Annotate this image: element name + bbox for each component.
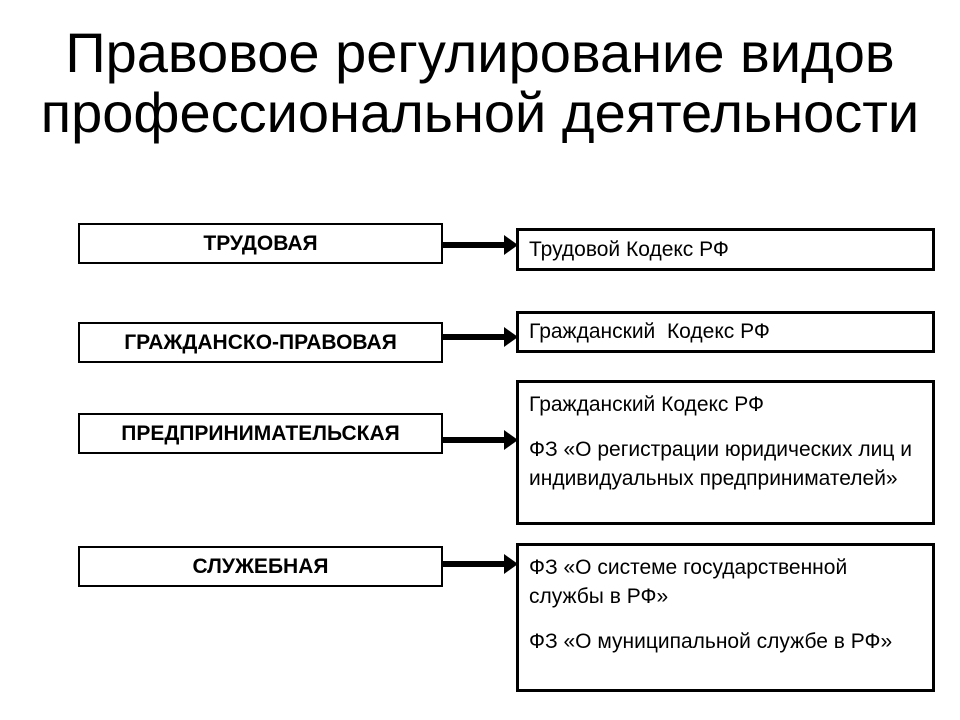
arrow-line — [443, 437, 504, 443]
regulation-text: Трудовой Кодекс РФ — [529, 237, 729, 261]
category-label: ТРУДОВАЯ — [203, 231, 318, 255]
regulation-box-predprinimatelskaya: Гражданский Кодекс РФ ФЗ «О регистрации … — [516, 380, 935, 525]
arrow-head-icon — [504, 235, 518, 255]
category-box-sluzhebnaya: СЛУЖЕБНАЯ — [78, 546, 443, 587]
connector-arrow-3 — [443, 430, 518, 450]
category-label: СЛУЖЕБНАЯ — [192, 554, 329, 578]
category-label: ГРАЖДАНСКО-ПРАВОВАЯ — [124, 330, 397, 354]
regulation-text: ФЗ «О системе государственной службы в Р… — [529, 556, 854, 608]
regulation-text: ФЗ «О муниципальной службе в РФ» — [529, 630, 893, 653]
arrow-line — [443, 242, 504, 248]
regulation-box-trudovaya: Трудовой Кодекс РФ — [516, 228, 935, 271]
arrow-head-icon — [504, 430, 518, 450]
regulation-text: ФЗ «О регистрации юридических лиц и инди… — [529, 438, 918, 490]
category-box-grazhdansko-pravovaya: ГРАЖДАНСКО-ПРАВОВАЯ — [78, 322, 443, 363]
regulation-text: Гражданский Кодекс РФ — [529, 320, 770, 343]
slide-title: Правовое регулирование видов профессиона… — [0, 23, 960, 143]
regulation-box-sluzhebnaya: ФЗ «О системе государственной службы в Р… — [516, 543, 935, 692]
connector-arrow-2 — [443, 327, 518, 347]
regulation-box-grazhdansko-pravovaya: Гражданский Кодекс РФ — [516, 311, 935, 353]
slide-title-line-2: профессиональной деятельности — [40, 81, 920, 144]
category-label: ПРЕДПРИНИМАТЕЛЬСКАЯ — [121, 421, 400, 445]
category-box-predprinimatelskaya: ПРЕДПРИНИМАТЕЛЬСКАЯ — [78, 413, 443, 454]
category-box-trudovaya: ТРУДОВАЯ — [78, 223, 443, 264]
connector-arrow-1 — [443, 235, 518, 255]
connector-arrow-4 — [443, 554, 518, 574]
arrow-head-icon — [504, 554, 518, 574]
arrow-line — [443, 561, 504, 567]
slide-title-line-1: Правовое регулирование видов — [65, 21, 895, 84]
arrow-head-icon — [504, 327, 518, 347]
arrow-line — [443, 334, 504, 340]
regulation-text: Гражданский Кодекс РФ — [529, 393, 764, 416]
